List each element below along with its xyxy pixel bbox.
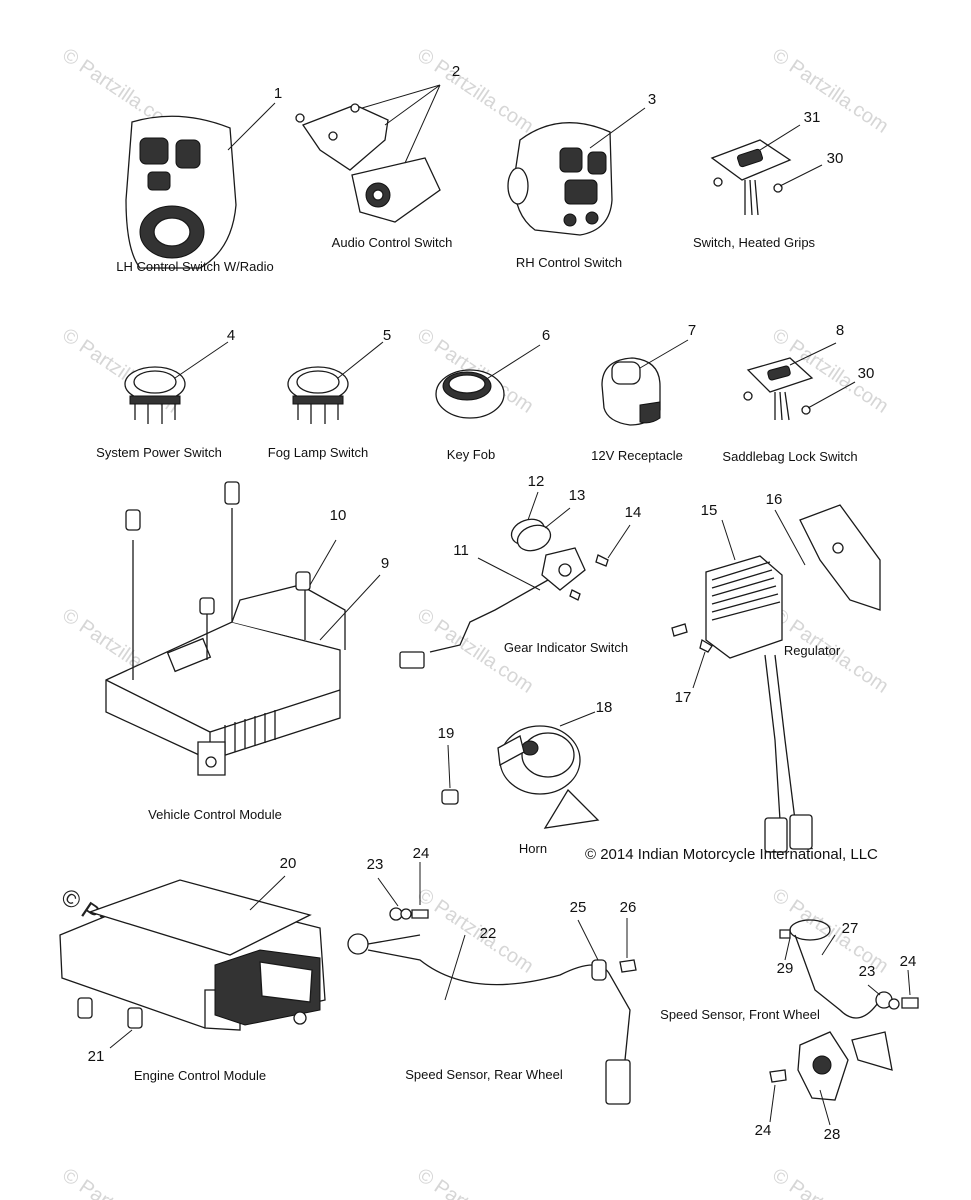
callout-number: 5 (382, 327, 392, 344)
part-label-gear-indicator-switch: Gear Indicator Switch (503, 640, 629, 655)
callout-number: 16 (765, 491, 783, 508)
part-label-rh-control-switch: RH Control Switch (515, 255, 623, 270)
saddlebag-lock-switch-illustration (743, 342, 856, 421)
callout-number: 2 (451, 63, 461, 80)
callout-number: 30 (857, 365, 875, 382)
part-label-12v-receptacle: 12V Receptacle (591, 448, 683, 463)
callout-number: 15 (700, 502, 718, 519)
callout-number: 7 (687, 322, 697, 339)
part-label-vehicle-control-module: Vehicle Control Module (148, 807, 282, 822)
callout-number: 23 (366, 856, 384, 873)
vehicle-control-module-illustration (105, 481, 381, 776)
callout-number: 25 (569, 899, 587, 916)
callout-number: 18 (595, 699, 613, 716)
callout-number: 13 (568, 487, 586, 504)
callout-number: 21 (87, 1048, 105, 1065)
callout-number: 30 (826, 150, 844, 167)
audio-control-switch-illustration (295, 84, 441, 223)
speed-sensor-front-illustration (769, 919, 919, 1126)
callout-number: 3 (647, 91, 657, 108)
copyright-notice: © 2014 Indian Motorcycle International, … (585, 846, 878, 863)
callout-number: 28 (823, 1126, 841, 1143)
callout-number: 12 (527, 473, 545, 490)
part-label-fog-lamp-switch: Fog Lamp Switch (267, 445, 369, 460)
part-label-lh-control-switch: LH Control Switch W/Radio (116, 259, 274, 274)
system-power-switch-illustration (124, 341, 229, 424)
heated-grips-switch-illustration (710, 124, 823, 216)
12v-receptacle-illustration (601, 339, 689, 426)
part-label-engine-control-module: Engine Control Module (133, 1068, 267, 1083)
key-fob-illustration (435, 344, 541, 419)
part-label-saddlebag-lock-switch: Saddlebag Lock Switch (722, 449, 858, 464)
callout-number: 24 (899, 953, 917, 970)
callout-number: 11 (453, 542, 469, 559)
part-label-key-fob: Key Fob (446, 447, 496, 462)
callout-number: 6 (541, 327, 551, 344)
engine-control-module-illustration (59, 875, 326, 1049)
callout-number: 19 (437, 725, 455, 742)
callout-number: 17 (674, 689, 692, 706)
part-label-horn: Horn (518, 841, 548, 856)
part-label-speed-sensor-front: Speed Sensor, Front Wheel (660, 1007, 820, 1022)
part-label-audio-control-switch: Audio Control Switch (331, 235, 453, 250)
callout-number: 9 (380, 555, 390, 572)
callout-number: 24 (412, 845, 430, 862)
callout-number: 31 (803, 109, 821, 126)
part-label-speed-sensor-rear: Speed Sensor, Rear Wheel (405, 1067, 563, 1082)
rh-control-switch-illustration (507, 107, 646, 236)
callout-number: 26 (619, 899, 637, 916)
speed-sensor-rear-illustration (347, 862, 637, 1105)
regulator-illustration (671, 504, 881, 853)
lh-control-switch-illustration (125, 102, 276, 269)
gear-indicator-switch-illustration (399, 491, 631, 669)
part-label-regulator: Regulator (783, 643, 841, 658)
callout-number: 8 (835, 322, 845, 339)
callout-number: 24 (754, 1122, 772, 1139)
callout-number: 10 (329, 507, 347, 524)
callout-number: 4 (226, 327, 236, 344)
callout-number: 27 (841, 920, 859, 937)
callout-number: 20 (279, 855, 297, 872)
part-label-heated-grips: Switch, Heated Grips (692, 235, 816, 250)
part-label-system-power-switch: System Power Switch (96, 445, 222, 460)
callout-number: 22 (479, 925, 497, 942)
fog-lamp-switch-illustration (287, 341, 384, 424)
horn-illustration (441, 711, 600, 829)
callout-number: 14 (624, 504, 642, 521)
callout-number: 23 (858, 963, 876, 980)
callout-number: 1 (273, 85, 283, 102)
callout-number: 29 (776, 960, 794, 977)
